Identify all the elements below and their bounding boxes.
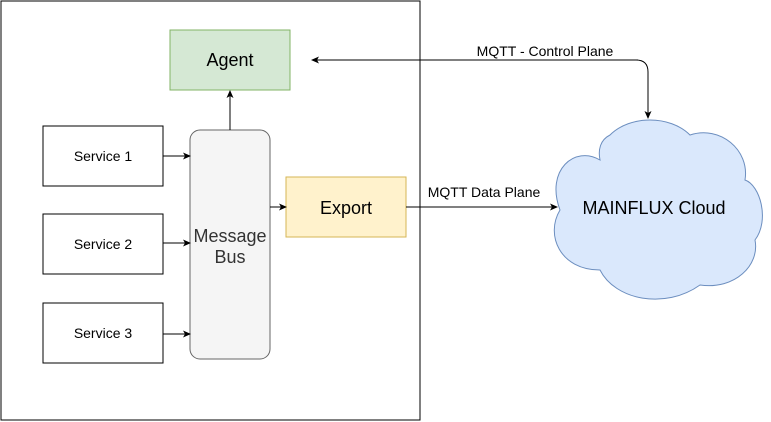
export-node: Export: [285, 176, 407, 238]
service-node-1: Service 1: [42, 125, 164, 187]
message-bus-label-line2: Bus: [214, 247, 245, 267]
edge-agent-cloud-control-down: [635, 59, 652, 119]
export-box: [285, 176, 407, 238]
service-label: Service 1: [74, 148, 133, 164]
mainflux-cloud-node: MAINFLUX Cloud: [553, 119, 763, 300]
agent-node: Agent: [169, 29, 291, 91]
service-label: Service 2: [74, 236, 133, 252]
data-plane-label: MQTT Data Plane: [428, 184, 541, 200]
message-bus-node: Message Bus: [189, 129, 271, 360]
service-box: [42, 125, 164, 187]
service-box: [42, 302, 164, 364]
message-bus-label-line1: Message: [193, 226, 266, 246]
service-box: [42, 213, 164, 275]
cloud-label: MAINFLUX Cloud: [582, 198, 725, 218]
service-label: Service 3: [74, 325, 133, 341]
service-node-3: Service 3: [42, 302, 164, 364]
agent-box: [170, 30, 290, 90]
cloud-shape: [553, 119, 763, 300]
agent-label: Agent: [206, 50, 253, 70]
service-node-2: Service 2: [42, 213, 164, 275]
export-label: Export: [320, 198, 372, 218]
control-plane-label: MQTT - Control Plane: [477, 43, 614, 59]
